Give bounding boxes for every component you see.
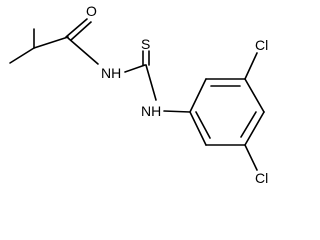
bond-carbonyl-nh (67, 37, 99, 65)
bond-nh-thiocarbonyl (124, 64, 146, 73)
bond-methyl-left (9, 47, 35, 64)
ring-bond-4 (244, 111, 265, 146)
bond-ring-cl-bottom (244, 144, 258, 171)
ring-double-right (240, 111, 257, 138)
atom-nitrogen-thio: NH (141, 103, 161, 119)
bond-carbonyl-double-a (65, 18, 88, 38)
structure-diagram: O NH S NH Cl Cl (9, 3, 268, 186)
atom-sulfur: S (141, 36, 150, 52)
bond-carbonyl-double-b (70, 21, 92, 41)
bond-ch-carbonyl (33, 36, 69, 49)
bond-nh-ring (163, 110, 191, 113)
ring-bond-1 (189, 78, 207, 113)
atom-oxygen: O (86, 3, 97, 19)
ring-double-left (195, 111, 211, 139)
bond-ring-cl-top (244, 52, 258, 80)
atom-chlorine-top: Cl (255, 37, 268, 53)
ring-bond-3 (244, 78, 265, 113)
atom-chlorine-bottom: Cl (255, 170, 268, 186)
bond-thiocarbonyl-nh (145, 64, 157, 101)
atom-nitrogen-amide: NH (101, 65, 121, 81)
molecule-canvas: O NH S NH Cl Cl (9, 3, 268, 186)
ring-bond-6 (189, 111, 207, 146)
